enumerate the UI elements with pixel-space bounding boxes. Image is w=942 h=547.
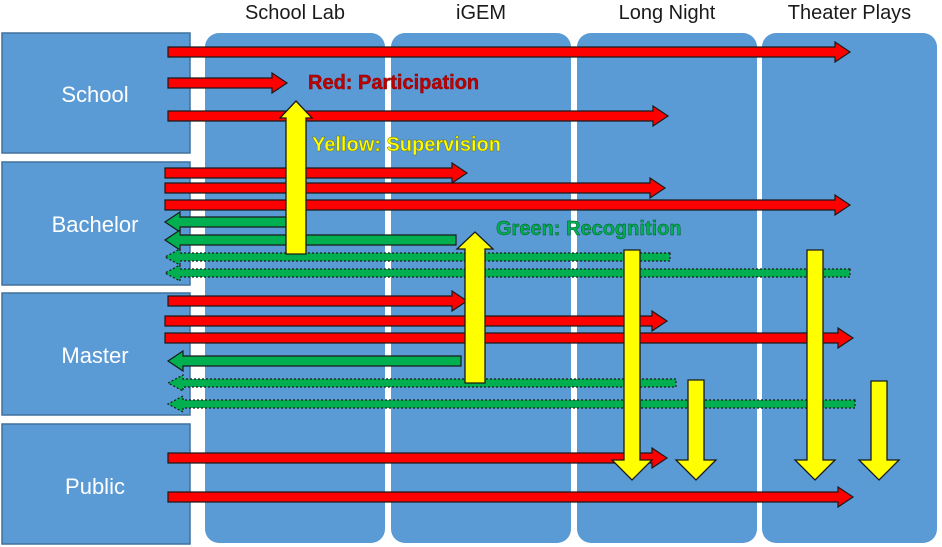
green-arrow-master-from-theater <box>166 395 856 413</box>
row-label-master: Master <box>61 343 129 368</box>
column-panel-long-night <box>577 33 757 543</box>
row-panel-bachelor <box>1 161 191 286</box>
row-panels <box>1 32 191 545</box>
yellow-arrow-bachelor-to-public-long-night <box>610 249 654 481</box>
recognition-arrows <box>163 210 856 413</box>
red-arrow-public-theater <box>167 485 855 509</box>
green-arrow-bachelor-from-igem <box>163 228 457 252</box>
red-arrow-master-theater <box>164 326 855 350</box>
column-panels <box>205 33 937 543</box>
legend-recognition: Green: Recognition <box>496 218 682 240</box>
row-panel-master <box>1 292 191 416</box>
red-arrow-school-lab <box>167 71 289 95</box>
row-label-bachelor: Bachelor <box>51 212 139 237</box>
column-panel-school-lab <box>205 33 385 543</box>
column-header-igem: iGEM <box>456 2 506 24</box>
red-arrow-master-igem <box>167 289 469 313</box>
yellow-arrow-master-supervises-bachelor <box>455 231 495 384</box>
column-header-long-night: Long Night <box>618 2 716 24</box>
legend-supervision: Yellow: Supervision <box>312 134 501 156</box>
yellow-arrow-bachelor-to-public-theater <box>793 249 837 481</box>
supervision-arrows <box>278 100 901 481</box>
row-panel-school <box>1 32 191 154</box>
row-label-school: School <box>61 82 129 107</box>
red-arrow-bachelor-igem <box>164 161 469 185</box>
column-header-theater-plays: Theater Plays <box>787 2 912 24</box>
green-arrow-master-from-igem <box>166 349 462 373</box>
green-arrow-bachelor-from-lab <box>163 210 291 234</box>
yellow-arrow-master-to-public-long-night <box>674 379 718 481</box>
column-header-school-lab: School Lab <box>244 2 346 24</box>
red-arrow-school-theater <box>167 40 852 64</box>
row-label-public: Public <box>65 474 125 499</box>
yellow-arrow-master-to-public-theater <box>857 380 901 481</box>
green-arrow-bachelor-from-theater <box>163 264 851 282</box>
red-arrow-public-long-night <box>167 446 669 470</box>
legend-participation: Red: Participation <box>308 72 480 94</box>
red-arrow-bachelor-theater <box>164 193 852 217</box>
column-panel-theater-plays <box>762 33 937 543</box>
green-arrow-master-from-long-night <box>166 374 677 392</box>
red-arrow-master-long-night <box>164 309 669 333</box>
yellow-arrow-bachelor-supervises-school <box>278 100 314 255</box>
row-panel-public <box>1 423 191 545</box>
